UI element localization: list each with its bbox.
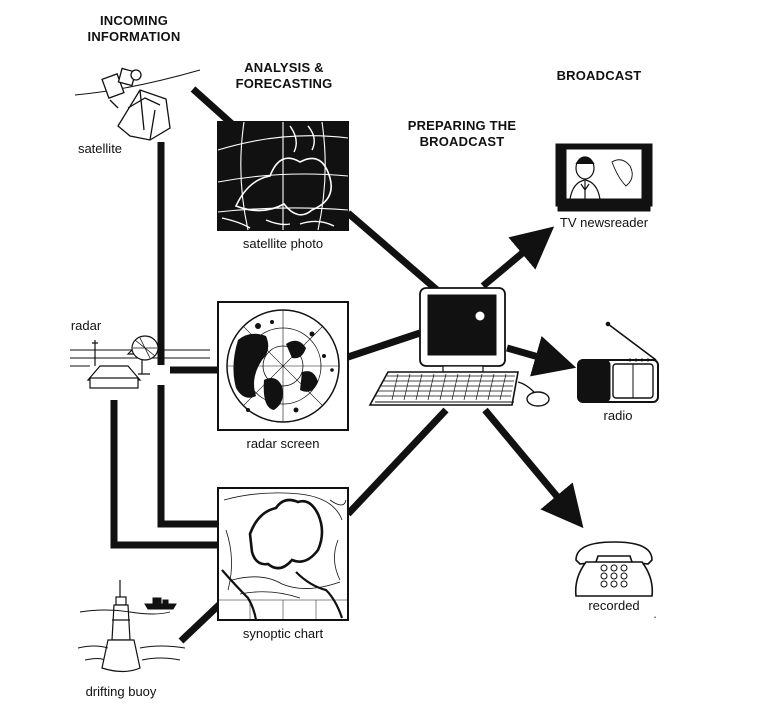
satellite-photo-map [217,121,349,231]
connector-radar-screen-to-computer [346,329,422,361]
radar-screen-display [217,301,349,431]
label-tv-newsreader: TV newsreader [559,215,649,230]
telephone-icon [574,541,654,597]
label-radar: radar [70,318,102,333]
label-radar-screen: radar screen [246,436,320,451]
arrow-to-radio [506,336,577,377]
header-broadcast: BROADCAST [556,68,642,83]
connector-photo-to-computer [345,210,440,293]
label-recorded-announcement: recorded announcement [571,598,657,618]
radar-station-icon [70,335,210,389]
connector-synoptic-to-computer [345,407,449,517]
label-satellite: satellite [77,141,123,156]
drifting-buoy-icon [77,580,186,673]
arrow-to-telephone [482,407,584,529]
ship-icon [144,597,177,610]
header-analysis-forecasting: ANALYSIS & FORECASTING [235,60,333,91]
label-radio: radio [603,408,633,423]
label-synoptic-chart: synoptic chart [242,626,324,641]
connector-radar-to-synoptic-inner [157,385,218,528]
label-drifting-buoy: drifting buoy [85,684,157,699]
connector-buoy-to-synoptic [178,601,223,644]
label-satellite-photo: satellite photo [242,236,324,251]
arrow-to-tv [480,226,555,289]
connector-radar-to-synoptic-outer [110,400,218,549]
connectors [110,86,584,644]
computer-icon [419,287,506,373]
mouse-icon [517,381,550,407]
radio-icon [577,321,659,403]
header-incoming-information: INCOMING INFORMATION [87,13,181,44]
keyboard-icon [368,371,519,406]
satellite-icon [74,67,201,141]
header-preparing-broadcast: PREPARING THE BROADCAST [407,118,517,149]
synoptic-chart-map [217,487,349,621]
connector-satellite-to-photo [190,86,235,127]
tv-icon [555,143,653,212]
